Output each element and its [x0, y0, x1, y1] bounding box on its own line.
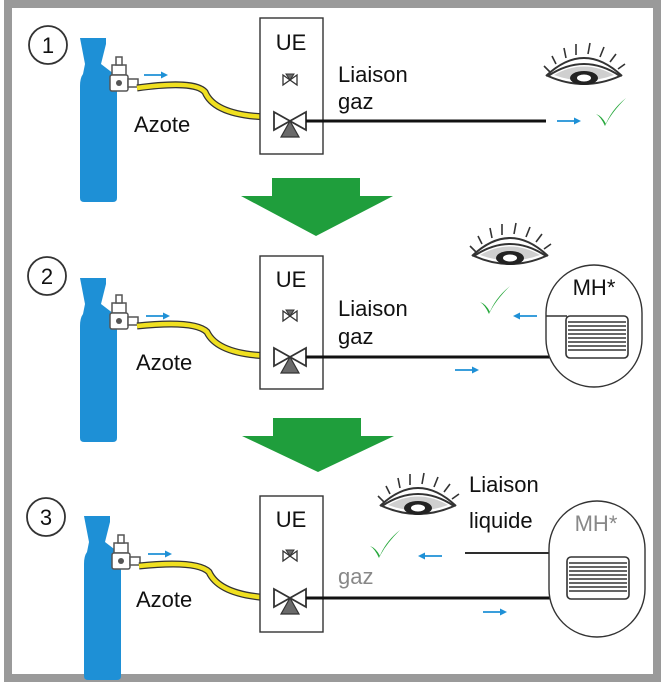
step-3-unit-label: UE — [276, 507, 307, 532]
coil-icon — [565, 315, 629, 359]
step-1-gas-label: Azote — [134, 112, 190, 137]
step-2-number-circle — [27, 256, 67, 296]
step-3-gas-label: Azote — [136, 587, 192, 612]
step-3-number: 3 — [40, 505, 52, 530]
step-arrow-icon — [241, 178, 393, 236]
step-3-gas-line-label: gaz — [338, 564, 373, 589]
step-2-module-label: MH* — [573, 275, 616, 300]
step-3-link-line1: Liaison — [469, 472, 539, 497]
gas-hose — [136, 82, 271, 120]
step-2-gas-label: Azote — [136, 350, 192, 375]
step-2-number: 2 — [41, 264, 53, 289]
step-3-panel: 3 Azote UE gaz Liaison liquide MH* — [26, 472, 646, 680]
step-1-number: 1 — [42, 33, 54, 58]
step-1-panel: 1 Azote UE Liaison gaz — [28, 17, 626, 202]
step-2-panel: 2 Azote UE Liaison gaz MH* — [27, 222, 643, 442]
step-1-link-line2: gaz — [338, 89, 373, 114]
gas-hose — [136, 321, 273, 359]
step-3-number-circle — [26, 497, 66, 537]
gas-hose — [138, 561, 275, 601]
step-arrow-icon — [242, 418, 394, 472]
coil-icon — [566, 556, 630, 600]
step-1-number-circle — [28, 25, 68, 65]
step-2-unit-label: UE — [276, 267, 307, 292]
step-2-link-line2: gaz — [338, 324, 373, 349]
step-3-module-label: MH* — [575, 511, 618, 536]
step-3-link-line2: liquide — [469, 508, 533, 533]
step-1-unit-label: UE — [276, 30, 307, 55]
step-2-link-line1: Liaison — [338, 296, 408, 321]
step-1-link-line1: Liaison — [338, 62, 408, 87]
